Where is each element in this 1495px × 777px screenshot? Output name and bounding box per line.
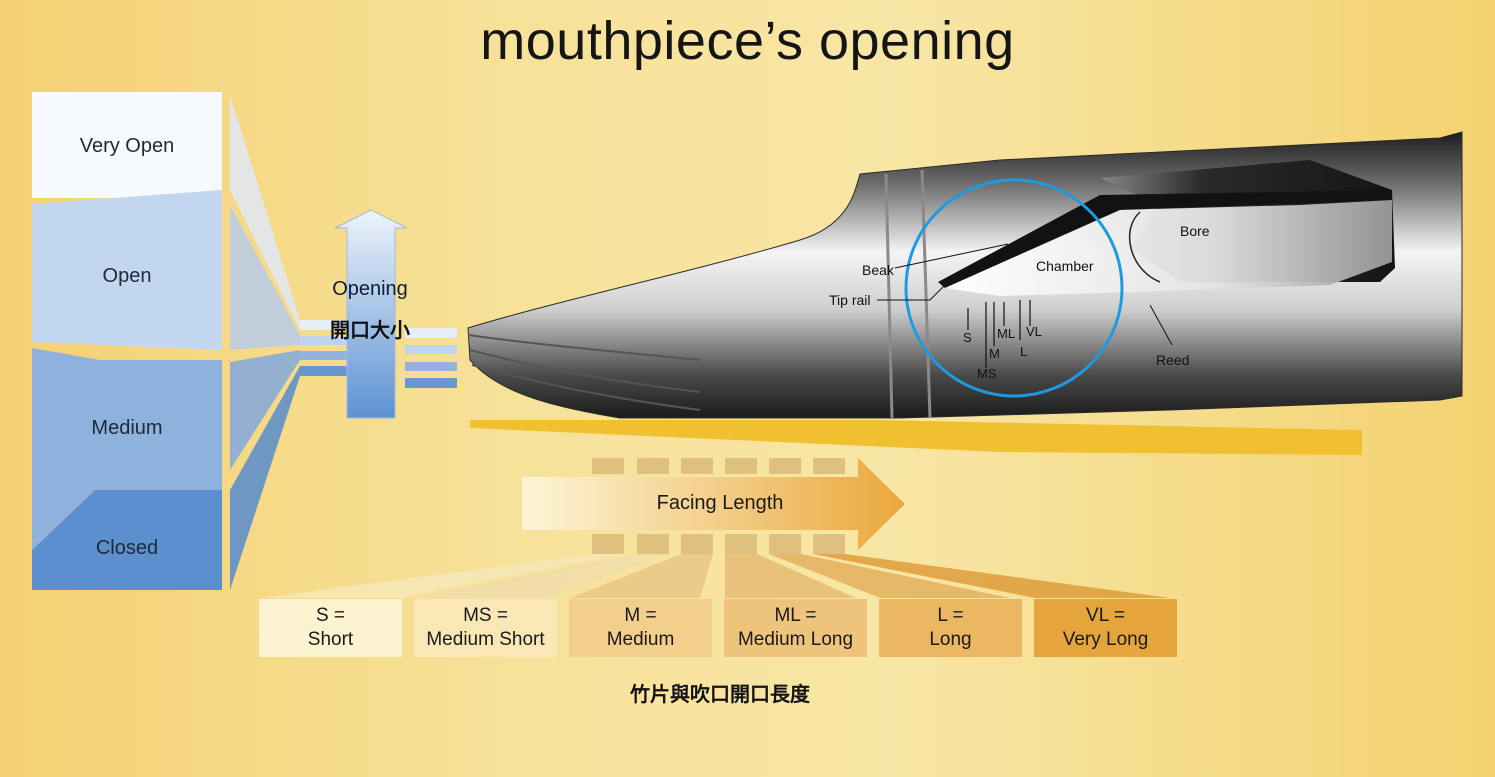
length-name: Long <box>929 629 972 650</box>
length-box-short: S = Short <box>259 599 402 657</box>
tick-label-ml: ML <box>997 326 1016 341</box>
length-name: Short <box>307 629 354 650</box>
reed-strip <box>470 420 1362 455</box>
label-tip-rail: Tip rail <box>829 292 871 308</box>
length-box-medium: M = Medium <box>569 599 712 657</box>
opening-level-boxes <box>32 92 457 590</box>
level-medium: Medium <box>91 416 163 439</box>
label-chamber: Chamber <box>1036 258 1094 274</box>
length-code: ML = <box>774 605 817 626</box>
length-name: Very Long <box>1062 629 1149 650</box>
level-box-very-open <box>32 92 222 198</box>
facing-length-label: Facing Length <box>656 492 784 514</box>
tick-label-ms: MS <box>977 366 997 381</box>
length-name: Medium Long <box>737 629 854 650</box>
facing-squares <box>592 458 845 554</box>
length-code: MS = <box>463 605 508 626</box>
length-box-very-long: VL = Very Long <box>1034 599 1177 657</box>
length-box-medium-short: MS = Medium Short <box>414 599 557 657</box>
opening-label-zh: 開口大小 <box>330 320 410 342</box>
length-code: VL = <box>1086 605 1125 626</box>
level-closed: Closed <box>95 536 159 559</box>
length-code: M = <box>624 605 657 626</box>
level-box-closed <box>32 490 222 590</box>
level-box-open <box>32 190 222 350</box>
tick-label-l: L <box>1020 344 1028 359</box>
length-box-medium-long: ML = Medium Long <box>724 599 867 657</box>
facing-arrow <box>522 458 905 550</box>
level-open: Open <box>102 264 152 287</box>
level-very-open: Very Open <box>79 134 175 157</box>
label-beak: Beak <box>862 262 894 278</box>
opening-arrow <box>334 209 408 419</box>
level-box-medium <box>32 348 222 470</box>
label-reed: Reed <box>1156 352 1190 368</box>
length-box-long: L = Long <box>879 599 1022 657</box>
length-code: S = <box>315 605 346 626</box>
highlight-circle <box>904 178 1124 398</box>
caption: 竹片與吹口開口長度 <box>630 684 810 706</box>
label-bore: Bore <box>1180 223 1210 239</box>
tick-label-vl: VL <box>1026 324 1042 339</box>
length-name: Medium Short <box>426 629 545 650</box>
length-name: Medium <box>606 629 675 650</box>
tick-label-m: M <box>989 346 1000 361</box>
tick-label-s: S <box>963 330 972 345</box>
length-code: L = <box>937 605 964 626</box>
opening-label-en: Opening <box>332 278 408 300</box>
page-title: mouthpiece’s opening <box>480 11 1015 71</box>
